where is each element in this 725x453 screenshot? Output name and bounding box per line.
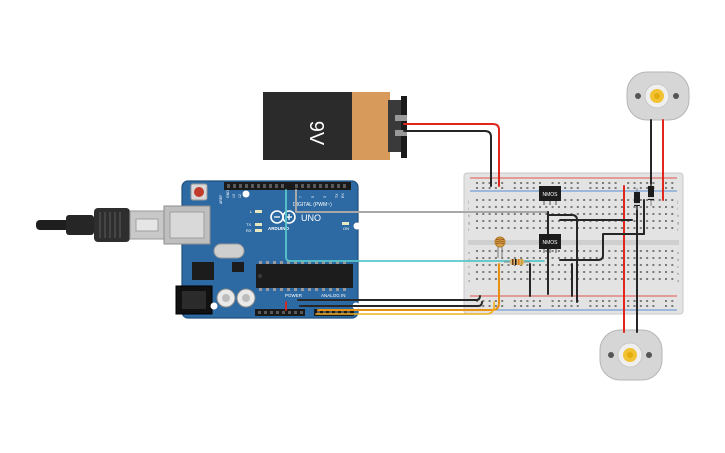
power-label: POWER (285, 293, 303, 298)
breadboard-row-letter: f (677, 227, 679, 232)
breadboard-row-letter: i (468, 206, 469, 211)
wire-gnd-2 (299, 301, 483, 307)
dc-motor-bottom (599, 329, 663, 381)
svg-text:GND: GND (226, 190, 230, 198)
breadboard-row-letter: b (677, 271, 680, 276)
digital-header (224, 182, 351, 190)
breadboard-row-letter: e (677, 250, 680, 255)
wire-orange-2 (315, 301, 495, 315)
power-header (255, 309, 305, 316)
wire-cyan-sensor (285, 189, 545, 262)
svg-text:5: 5 (311, 196, 315, 198)
breadboard-row-letter: b (468, 271, 471, 276)
svg-text:TX: TX (335, 193, 339, 198)
usb-cable (36, 208, 165, 242)
arduino-uno-board: GND 13 12 7 5 3 TX RX AREF DIGITAL (PWM~… (163, 180, 361, 319)
tx-led-label: TX (246, 222, 251, 227)
battery-9v: 9V (263, 92, 407, 160)
mosfet-1: NMOS (539, 186, 561, 205)
breadboard-row-letter: a (468, 278, 471, 283)
arduino-brand-text: ARDUINO (268, 226, 289, 231)
diode-1 (634, 188, 640, 210)
diode-2 (648, 184, 654, 206)
photoresistor (494, 236, 506, 258)
breadboard-row-letter: d (468, 257, 470, 262)
analog-header (314, 309, 354, 316)
analog-label: ANALOG IN (321, 293, 346, 298)
wire-battery-red (403, 123, 500, 187)
jumper-4 (559, 233, 645, 261)
breadboard-row-letter: g (468, 220, 470, 225)
wire-gray-signal (295, 189, 549, 213)
breadboard-row-letter: h (677, 213, 679, 218)
svg-text:7: 7 (299, 196, 303, 198)
mosfet-1-label: NMOS (543, 192, 559, 198)
uno-logo-text: UNO (301, 213, 321, 223)
resistor (504, 259, 530, 265)
atmega-chip (256, 264, 353, 288)
svg-text:RX: RX (341, 192, 345, 198)
dc-motor-top (626, 71, 690, 121)
svg-text:12: 12 (238, 194, 242, 198)
mosfet-2: NMOS (539, 234, 561, 253)
wires (285, 119, 664, 333)
breadboard-row-letter: f (468, 227, 470, 232)
breadboard-row-letter: c (468, 264, 470, 269)
wire-gnd-1 (297, 295, 481, 301)
digital-label: DIGITAL (PWM~) (293, 202, 332, 208)
breadboard-row-letter: a (677, 278, 680, 283)
breadboard-row-letter: d (677, 257, 679, 262)
breadboard-row-letter: g (677, 220, 679, 225)
l-led-label: L (250, 209, 253, 214)
breadboard-row-letter: e (468, 250, 471, 255)
svg-text:13: 13 (232, 194, 236, 198)
breadboard-row-letter: c (677, 264, 679, 269)
wire-orange-1 (317, 263, 500, 311)
arduino-logo-icon (270, 210, 296, 224)
breadboard-row-letter: i (677, 206, 678, 211)
mosfet-2-label: NMOS (543, 240, 559, 246)
rx-led-label: RX (246, 228, 252, 233)
breadboard-row-letter: j (676, 199, 678, 204)
svg-text:3: 3 (323, 196, 327, 198)
wire-battery-black (403, 130, 492, 187)
breadboard-row-letter: j (467, 199, 469, 204)
aref-label: AREF (219, 195, 223, 204)
on-led-label: ON (343, 226, 349, 231)
breadboard-row-letter: h (468, 213, 470, 218)
battery-label: 9V (305, 121, 327, 146)
